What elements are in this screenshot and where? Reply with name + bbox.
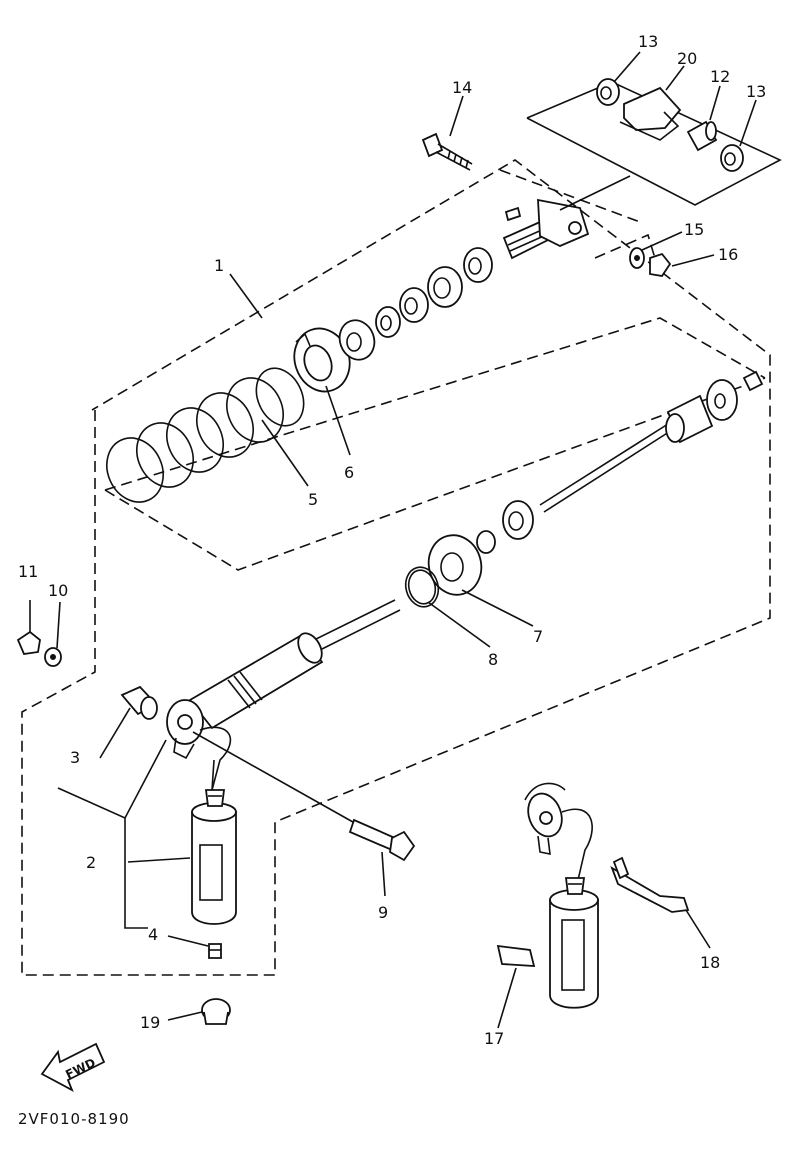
reservoir-tank [191,759,237,925]
upper-bolt [421,132,473,171]
callout-12: 12 [710,67,730,86]
callout-10: 10 [48,581,68,600]
rod-nut [476,500,534,554]
top-collar-right [720,144,744,172]
cap-19 [201,998,231,1025]
callout-6: 6 [344,463,354,482]
diagram-code: 2VF010-8190 [18,1110,130,1128]
rubber-pad-17 [496,944,536,967]
callout-14: 14 [452,78,472,97]
callout-19: 19 [140,1013,160,1032]
band-clamp-18 [610,856,690,913]
bump-stop [665,370,764,444]
callout-8: 8 [488,650,498,669]
callout-20: 20 [677,49,697,68]
callout-16: 16 [718,245,738,264]
collar-sleeve [686,120,718,152]
collar-3 [120,685,158,720]
callout-18: 18 [700,953,720,972]
shock-absorber-body [166,599,401,791]
callout-13-right: 13 [746,82,766,101]
o-ring [404,566,440,608]
lower-bolt [192,731,416,862]
washer-10 [44,647,62,667]
reservoir-inset [524,782,599,1009]
callout-13-left: 13 [638,32,658,51]
callout-17: 17 [484,1029,504,1048]
nut-11 [16,630,41,655]
valve-cap-4 [208,943,222,959]
dust-cover-boot [619,86,682,141]
callout-labels: 1 2 3 4 5 6 7 8 9 10 11 12 13 13 14 15 1… [18,32,766,1048]
callout-3: 3 [70,748,80,767]
nut-16 [649,252,672,277]
callout-1: 1 [214,256,224,275]
callout-4: 4 [148,925,158,944]
top-collar-left [596,78,620,106]
callout-9: 9 [378,903,388,922]
damper-rod [539,423,673,513]
upper-nut-stack [338,247,493,361]
callout-11: 11 [18,562,38,581]
spring-seat [293,327,351,393]
callout-5: 5 [308,490,318,509]
spring-group-dashed-outline [104,317,766,571]
upper-mount-bracket [502,175,631,260]
callout-15: 15 [684,220,704,239]
washer-15 [629,247,645,269]
forward-arrow-icon: FWD [40,1042,106,1092]
top-group-solid-outline [526,81,782,206]
coil-spring [106,367,305,503]
callout-2: 2 [86,853,96,872]
leader-lines [29,51,757,1029]
callout-7: 7 [533,627,543,646]
